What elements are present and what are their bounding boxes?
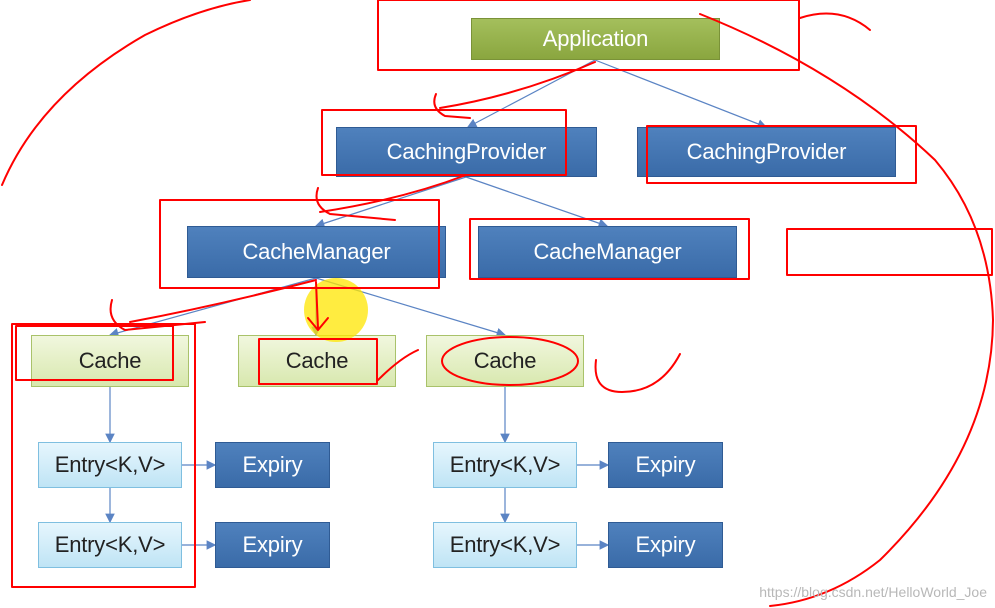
pointer-highlight	[304, 278, 368, 342]
watermark: https://blog.csdn.net/HelloWorld_Joe	[759, 584, 987, 600]
connector-provider-manager1	[314, 176, 467, 228]
annotation-box-left-column	[11, 323, 196, 588]
annotation-tick-cache2	[377, 349, 419, 381]
annotation-box-cache2	[258, 338, 378, 385]
cache-manager-node-2: CacheManager	[478, 226, 737, 278]
annotation-arrow-to-cache2	[307, 281, 329, 331]
annotation-big-arc	[1, 0, 251, 186]
caching-provider-node-2: CachingProvider	[637, 127, 896, 177]
expiry-node-3: Expiry	[608, 442, 723, 488]
entry-node-3: Entry<K,V>	[433, 442, 577, 488]
application-node: Application	[471, 18, 720, 60]
annotation-arrow-to-provider1	[433, 61, 596, 119]
annotation-arrow-to-cache1	[109, 279, 317, 331]
cache-manager-node-1: CacheManager	[187, 226, 446, 278]
connector-app-provider2	[594, 59, 768, 129]
annotation-box-empty	[786, 228, 993, 276]
annotation-box-provider2	[646, 125, 917, 184]
cache-node-2: Cache	[238, 335, 396, 387]
entry-node-1: Entry<K,V>	[38, 442, 182, 488]
expiry-node-4: Expiry	[608, 522, 723, 568]
annotation-curl-cache3	[594, 353, 681, 393]
annotation-ellipse-cache3	[441, 336, 579, 386]
annotation-right-arc	[699, 13, 994, 607]
expiry-node-1: Expiry	[215, 442, 330, 488]
entry-node-4: Entry<K,V>	[433, 522, 577, 568]
annotation-box-cache1	[15, 325, 174, 381]
caching-provider-node-1: CachingProvider	[336, 127, 597, 177]
expiry-node-2: Expiry	[215, 522, 330, 568]
connector-provider-manager2	[465, 176, 609, 228]
annotation-box-provider1	[321, 109, 567, 176]
cache-node-1: Cache	[31, 335, 189, 387]
annotation-top-squiggle	[799, 12, 871, 31]
annotation-arrow-to-manager1	[315, 174, 467, 221]
annotation-box-manager2	[469, 218, 750, 280]
annotation-box-manager1	[159, 199, 440, 289]
annotation-box-application	[377, 0, 800, 71]
entry-node-2: Entry<K,V>	[38, 522, 182, 568]
